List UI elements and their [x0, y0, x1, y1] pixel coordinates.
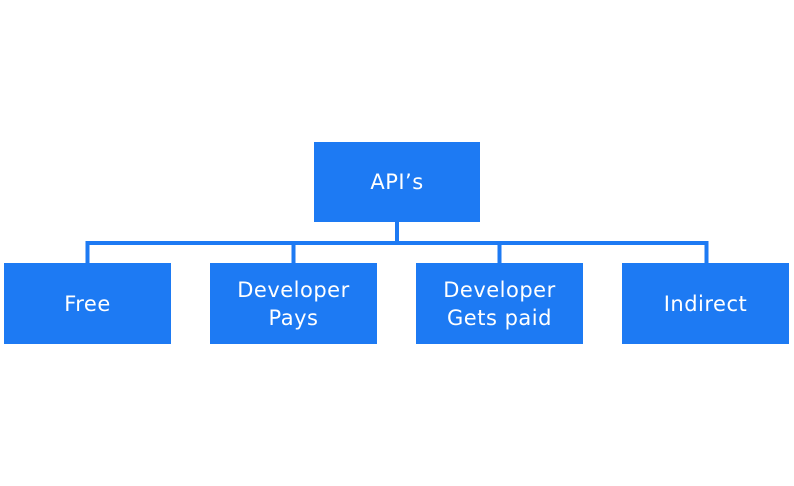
child-node-free: Free [4, 263, 171, 344]
child-node-indirect: Indirect [622, 263, 789, 344]
child-node-developer-pays: Developer Pays [210, 263, 377, 344]
root-node-apis: API’s [314, 142, 480, 222]
child-node-developer-gets-paid: Developer Gets paid [416, 263, 583, 344]
